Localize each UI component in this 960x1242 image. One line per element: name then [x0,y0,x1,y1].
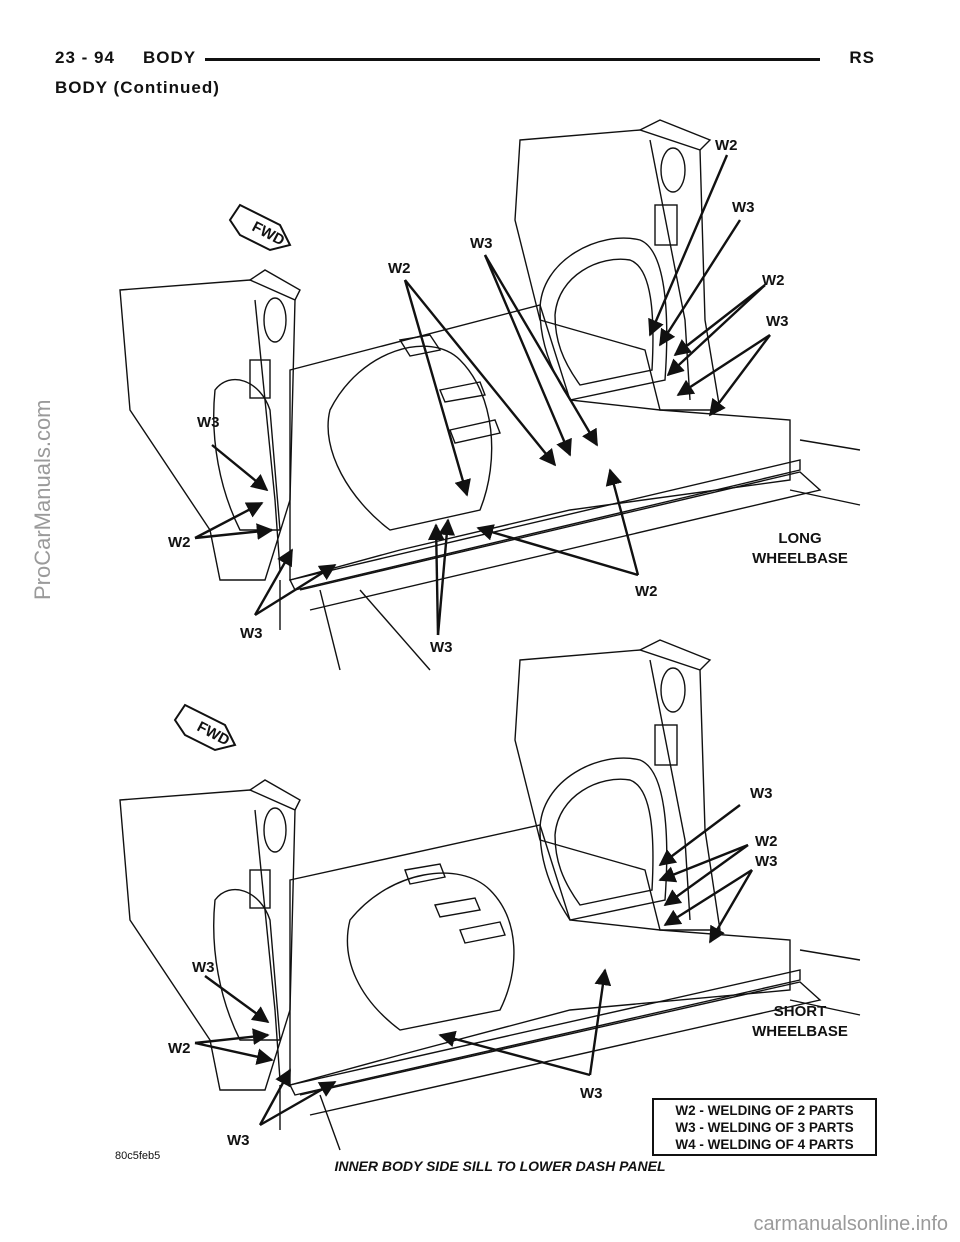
callout-w3-bottom-1: W3 [750,785,773,802]
section-title: BODY [143,48,197,67]
callout-w3-top-5: W3 [240,625,263,642]
callout-w2-top-1: W2 [715,137,738,154]
page-header: 23 - 94 BODY RS [55,48,875,74]
callout-w3-top-2: W3 [470,235,493,252]
callout-w2-bottom-1: W2 [755,833,778,850]
short-wheelbase-caption-line1: SHORT [774,1003,827,1020]
legend-w2: W2 - WELDING OF 2 PARTS [675,1103,854,1118]
callout-w3-top-3: W3 [766,313,789,330]
long-wheelbase-caption-line2: WHEELBASE [752,550,848,567]
weld-legend: W2 - WELDING OF 2 PARTS W3 - WELDING OF … [652,1098,877,1156]
long-wheelbase-callout-arrows [194,154,771,636]
figure-id: 80c5feb5 [115,1150,161,1162]
fwd-arrow-top: FWD [228,203,292,252]
header-rule [205,58,820,61]
vehicle-code: RS [849,48,875,67]
callout-w3-top-4: W3 [197,414,220,431]
callout-w2-top-3: W2 [762,272,785,289]
short-wheelbase-callout-arrows [194,804,754,1127]
long-wheelbase-caption-line1: LONG [778,530,821,547]
short-wheelbase-caption-line2: WHEELBASE [752,1023,848,1040]
callout-w3-bottom-4: W3 [227,1132,250,1149]
watermark-bottom: carmanualsonline.info [753,1213,948,1235]
figure-title: INNER BODY SIDE SILL TO LOWER DASH PANEL [334,1158,666,1174]
weld-diagram-drawing: FWD W2 W3 W3 W2 W2 [119,119,861,1151]
callout-w2-top-2: W2 [388,260,411,277]
legend-w3: W3 - WELDING OF 3 PARTS [675,1120,854,1135]
continued-heading: BODY (Continued) [55,78,220,97]
fwd-arrow-bottom: FWD [173,703,237,752]
callout-w3-top-6: W3 [430,639,453,656]
callout-w3-bottom-3: W3 [192,959,215,976]
page-number: 23 - 94 [55,48,115,67]
callout-w2-top-4: W2 [168,534,191,551]
watermark-left: ProCarManuals.com [30,399,55,600]
callout-w2-bottom-2: W2 [168,1040,191,1057]
callout-w3-bottom-2: W3 [755,853,778,870]
callout-w3-top-1: W3 [732,199,755,216]
weld-diagram-figure: FWD W2 W3 W3 W2 W2 [100,110,900,1190]
callout-w2-top-5: W2 [635,583,658,600]
short-wheelbase-body-drawing [119,639,861,1151]
callout-w3-bottom-5: W3 [580,1085,603,1102]
legend-w4: W4 - WELDING OF 4 PARTS [675,1137,854,1152]
